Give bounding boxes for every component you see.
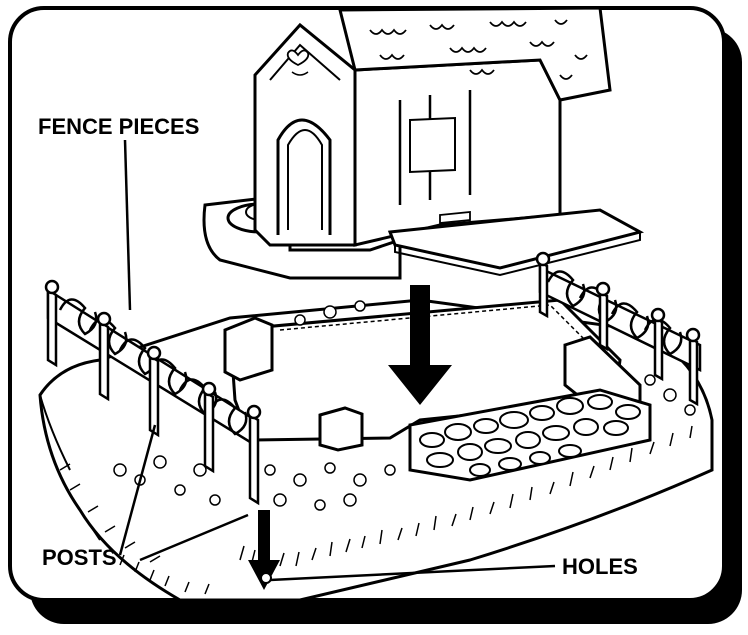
- callout-lines: [118, 139, 556, 582]
- left-fence: [44, 279, 262, 506]
- label-fence-pieces: FENCE PIECES: [38, 114, 199, 139]
- cobblestone-path: [408, 388, 652, 482]
- post-hole-arrow: [248, 510, 280, 590]
- hole-marker: [260, 572, 272, 584]
- right-fence: [535, 251, 702, 407]
- cottage-house: [202, 6, 645, 280]
- label-posts: POSTS: [42, 545, 117, 570]
- placement-arrow: [388, 285, 452, 405]
- label-holes: HOLES: [562, 554, 638, 579]
